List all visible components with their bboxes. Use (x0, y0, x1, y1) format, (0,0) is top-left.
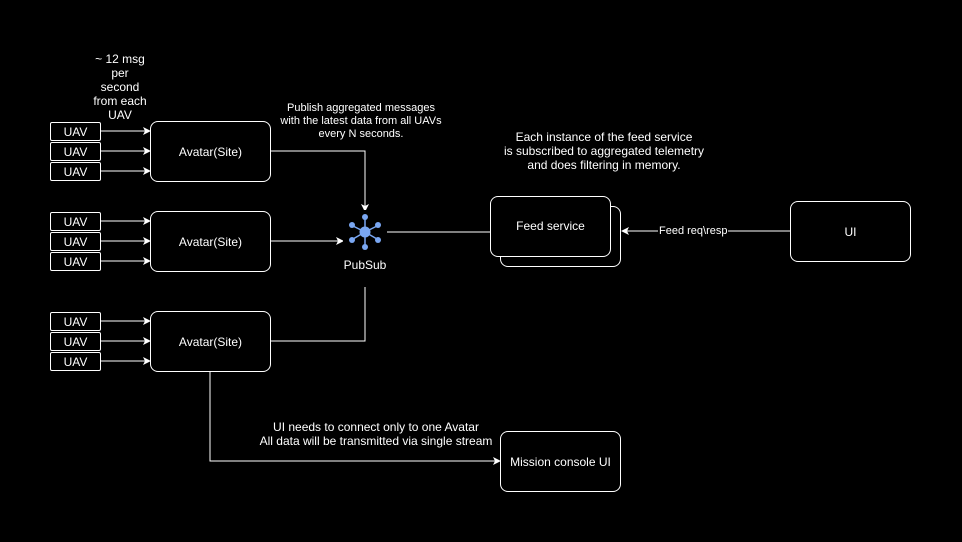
uav-box[interactable]: UAV (50, 252, 101, 271)
uav-box[interactable]: UAV (50, 142, 101, 161)
avatar-site-box[interactable]: Avatar(Site) (150, 211, 271, 272)
feed-edge-label: Feed req\resp (658, 225, 729, 237)
avatar3-to-mission-edge (209, 371, 501, 465)
mission-console-ui-box[interactable]: Mission console UI (500, 431, 621, 492)
ui-box[interactable]: UI (790, 201, 911, 262)
rate-note: ~ 12 msg per second from each UAV (93, 52, 147, 122)
uav-box[interactable]: UAV (50, 232, 101, 251)
avatar1-to-pubsub-edge (270, 150, 369, 212)
uav-box[interactable]: UAV (50, 162, 101, 181)
feed-service-box[interactable]: Feed service (490, 196, 611, 257)
mission-note: UI needs to connect only to one Avatar A… (259, 420, 493, 448)
uav-box[interactable]: UAV (50, 352, 101, 371)
uav-box[interactable]: UAV (50, 122, 101, 141)
uav-box[interactable]: UAV (50, 332, 101, 351)
pubsub-label: PubSub (343, 258, 387, 272)
uav-box[interactable]: UAV (50, 212, 101, 231)
pubsub-node[interactable]: PubSub (343, 210, 387, 287)
avatar-site-box[interactable]: Avatar(Site) (150, 311, 271, 372)
feed-instance-note: Each instance of the feed service is sub… (503, 130, 705, 172)
pubsub-icon (349, 214, 381, 250)
uav-box[interactable]: UAV (50, 312, 101, 331)
avatar-site-box[interactable]: Avatar(Site) (150, 121, 271, 182)
publish-note: Publish aggregated messages with the lat… (278, 102, 444, 141)
